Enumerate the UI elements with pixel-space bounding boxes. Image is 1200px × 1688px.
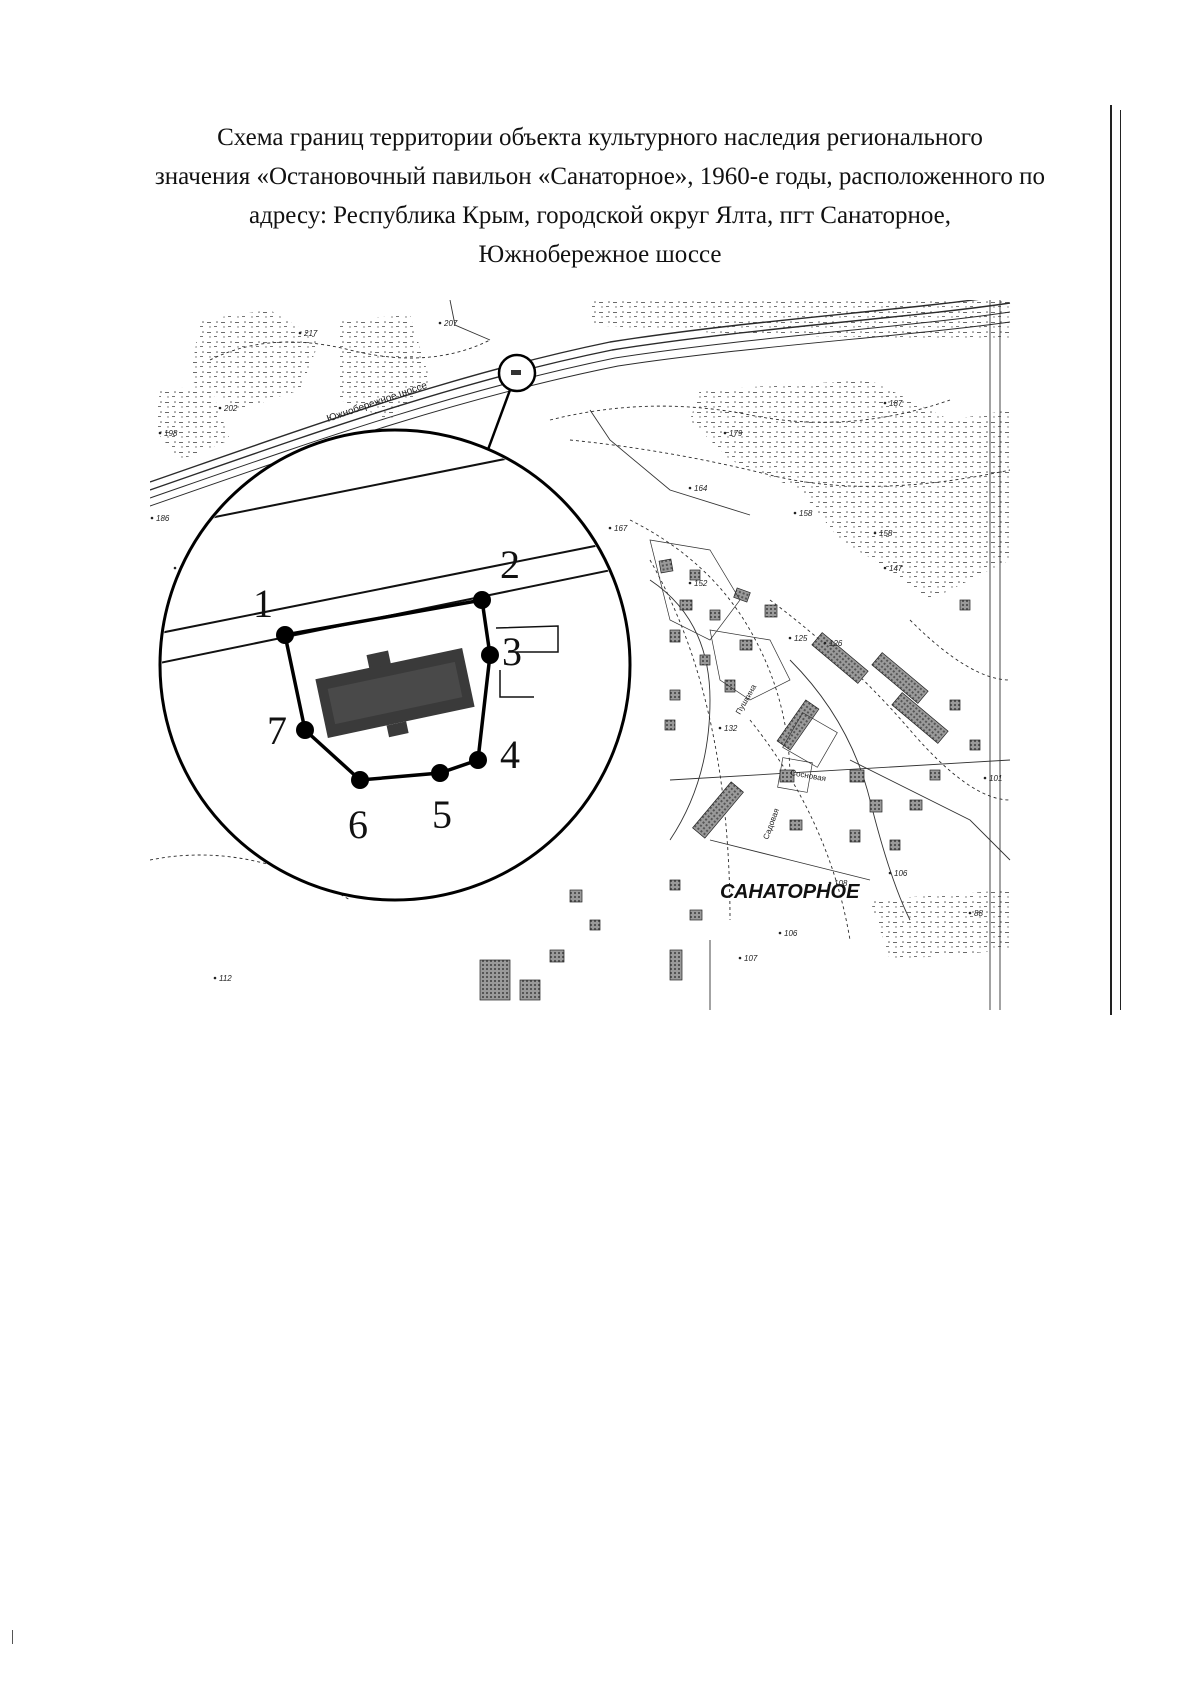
elevation-label: 217 <box>303 329 318 338</box>
boundary-point-label: 7 <box>267 708 287 753</box>
elevation-dot <box>688 581 692 585</box>
elevation-label: 126 <box>829 639 843 648</box>
boundary-point-2 <box>473 591 491 609</box>
elevation-dot <box>1094 577 1097 580</box>
inset-road-edge <box>162 534 628 636</box>
elevation-dot <box>968 911 972 915</box>
vegetation-area <box>870 890 1010 960</box>
elevation-dot <box>218 406 222 410</box>
leader-line <box>484 389 512 456</box>
building-outlines <box>649 539 838 793</box>
map-title-line-1: Схема границ территории объекта культурн… <box>217 124 983 151</box>
elevation-label: 125 <box>794 634 808 643</box>
boundary-point-4 <box>469 751 487 769</box>
elevation-dot <box>688 486 692 490</box>
elevation-dot <box>883 566 887 570</box>
boundary-point-3 <box>481 646 499 664</box>
pavilion-building <box>315 648 475 738</box>
elevation-label: 106 <box>894 869 908 878</box>
elevation-dot <box>793 511 797 515</box>
zoom-inset: 1 2 3 4 5 6 7 <box>158 428 632 902</box>
elevation-dot <box>883 401 887 405</box>
map-title-line-3: адресу: Республика Крым, городской округ… <box>248 202 952 229</box>
boundary-point-label: 1 <box>253 581 273 626</box>
elevation-label: 88 <box>974 909 983 918</box>
boundary-point-6 <box>351 771 369 789</box>
elevation-dot <box>828 881 832 885</box>
street-label: Сосновая <box>790 768 827 783</box>
elevation-dot <box>983 776 987 780</box>
elevation-label: 106 <box>784 929 798 938</box>
elevation-dot <box>150 516 154 520</box>
boundary: 1 2 3 4 5 6 7 <box>253 542 522 847</box>
elevation-dot <box>778 931 782 935</box>
map-svg: Южнобережное шоссе <box>150 300 1113 1010</box>
vegetation-area <box>190 310 320 410</box>
elevation-label: 152 <box>694 579 708 588</box>
map-title-line-4: Южнобережное шоссе <box>478 241 722 268</box>
vegetation-area <box>155 385 230 460</box>
elevation-dot <box>213 976 217 980</box>
boundary-point-label: 5 <box>432 792 452 837</box>
elevation-dot <box>738 956 742 960</box>
boundary-point-label: 2 <box>500 542 520 587</box>
elevation-dot <box>723 431 727 435</box>
boundary-point-label: 3 <box>502 629 522 674</box>
boundary-point-label: 6 <box>348 802 368 847</box>
vegetation-area <box>690 380 1010 600</box>
map-title-line-2: значения «Остановочный павильон «Санатор… <box>154 163 1046 190</box>
elevation-label: 185 <box>1094 414 1108 423</box>
cadastral-map: Южнобережное шоссе <box>150 300 1150 1010</box>
elevation-label: 101 <box>989 774 1002 783</box>
elevation-label: 187 <box>889 399 903 408</box>
scan-artifact <box>12 1630 13 1644</box>
settlement-buildings <box>479 558 981 1001</box>
street-label: Пушкина <box>734 682 759 716</box>
elevation-dot <box>823 641 827 645</box>
elevation-dot <box>173 566 177 570</box>
elevation-label: 108 <box>834 879 848 888</box>
elevation-label: 138 <box>1099 574 1113 583</box>
map-title: Схема границ территории объекта культурн… <box>100 118 1100 274</box>
elevation-label: 147 <box>889 564 903 573</box>
street-label: Садовая <box>761 807 781 841</box>
elevation-label: 164 <box>694 484 708 493</box>
right-margin-rule-2 <box>1120 110 1121 1010</box>
elevation-label: 198 <box>164 429 178 438</box>
elevation-label: 112 <box>219 974 232 983</box>
elevation-dot <box>788 636 792 640</box>
elevation-dot <box>1089 417 1092 420</box>
elevation-dot <box>873 531 877 535</box>
elevation-label: 107 <box>744 954 758 963</box>
elevation-label: 207 <box>443 319 458 328</box>
right-margin-rule <box>1110 105 1112 1015</box>
vegetation-area <box>340 315 430 420</box>
boundary-point-1 <box>276 626 294 644</box>
inset-label-bracket <box>495 625 559 653</box>
elevation-dot <box>718 726 722 730</box>
locator-building-mark <box>511 370 521 375</box>
settlement-label: САНАТОРНОЕ <box>720 881 860 903</box>
inset-label-bracket <box>499 670 534 698</box>
elevation-label: 132 <box>724 724 738 733</box>
boundary-point-label: 4 <box>500 732 520 777</box>
elevation-label: 179 <box>729 429 743 438</box>
elevation-dot <box>608 526 612 530</box>
elevation-label: 158 <box>879 529 893 538</box>
elevation-dot <box>438 321 442 325</box>
boundary-point-5 <box>431 764 449 782</box>
elevation-label: 186 <box>156 514 170 523</box>
boundary-point-7 <box>296 721 314 739</box>
elevation-label: 167 <box>614 524 628 533</box>
elevation-dot <box>888 871 892 875</box>
elevation-dot <box>298 331 302 335</box>
elevation-label: 158 <box>799 509 813 518</box>
boundary-polygon <box>282 597 492 782</box>
elevation-label: 202 <box>223 404 238 413</box>
elevation-dot <box>158 431 162 435</box>
